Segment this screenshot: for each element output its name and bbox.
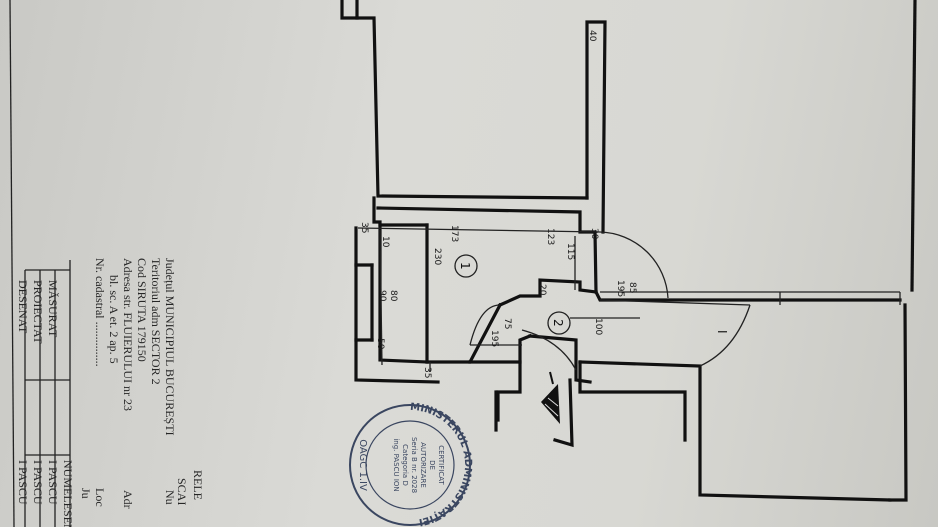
stamp-line-4: Seria B nr. 2028	[410, 437, 418, 493]
room-2-label: 2	[551, 319, 565, 327]
address-line: Adresa str. FLUIERULUI nr 23	[121, 258, 135, 411]
table-header-name: NUMELE	[61, 460, 75, 510]
table-row-1-role: MĂSURAT	[46, 280, 60, 338]
dim-35-bottom: 35	[422, 367, 432, 378]
table-row-1-name: I PASCU	[46, 460, 60, 505]
dim-173: 173	[449, 225, 459, 242]
door-swings	[469, 231, 751, 371]
title-partial: RELE	[191, 470, 205, 500]
dim-30: 30	[589, 228, 599, 240]
room-markers: 1 2	[454, 254, 571, 335]
title-block: RELE SCAI Județul MUNICIPIUL BUCUREȘTI T…	[16, 258, 205, 527]
table-row-2-role: PROIECTAT	[31, 280, 45, 344]
right-col-4: Ju	[79, 488, 93, 499]
dim-75: 75	[502, 318, 512, 329]
dim-10: 10	[380, 236, 390, 248]
stamp-line-1: CERTIFICAT	[437, 445, 445, 485]
table-row-2-name: I PASCU	[31, 460, 45, 505]
north-arrow-icon	[541, 371, 560, 424]
dimension-labels: 35 173 123 30 40 10 90 80 50 35 230 115 …	[359, 30, 729, 378]
address-line-2: bl. sc. A et. 2 ap. 5	[107, 275, 121, 364]
dimension-lines	[357, 227, 640, 372]
territory-line: Teritoriul adm SECTOR 2	[149, 258, 163, 385]
stamp-line-5: Categoria D	[401, 444, 409, 486]
siruta-line: Cod SIRUTA 179150	[135, 258, 149, 362]
dim-50: 50	[375, 338, 385, 350]
dim-80: 80	[388, 290, 398, 302]
right-col-3: Loc	[93, 488, 107, 507]
dim-90: 90	[377, 290, 387, 302]
dim-195: 195	[489, 330, 499, 347]
room-2-circle	[547, 311, 571, 335]
dim-123: 123	[545, 228, 555, 245]
dim-100: 100	[593, 318, 603, 335]
room-1-label: 1	[458, 262, 472, 270]
room-1-circle	[454, 254, 478, 278]
right-col-1: Nu	[163, 490, 177, 505]
room-label-I: I	[715, 330, 729, 334]
dim-20: 20	[537, 284, 547, 296]
table-header-sign: SEMN	[61, 510, 75, 527]
official-stamp: MINISTERUL ADMINISTRAȚIEI CERTIFICAT DE …	[349, 402, 473, 527]
cadastral-line: Nr. cadastral ...............	[93, 258, 107, 367]
table-row-3-role: DESENAT	[16, 280, 30, 334]
county-line: Județul MUNICIPIUL BUCUREȘTI	[163, 258, 177, 436]
signature-table: NUMELE SEMN MĂSURAT I PASCU PROIECTAT I …	[16, 260, 75, 527]
dim-40: 40	[587, 30, 597, 42]
dim-230: 230	[432, 248, 442, 265]
dim-195b: 195	[615, 280, 625, 297]
right-col-2: Adr	[121, 490, 135, 509]
stamp-line-6: ing. PASCU ION	[392, 438, 400, 491]
dim-115: 115	[565, 243, 575, 260]
dim-35-top: 35	[359, 222, 369, 233]
stamp-line-2: DE	[428, 460, 436, 470]
margin-line	[9, 0, 15, 527]
stamp-line-3: AUTORIZARE	[419, 442, 427, 488]
stamp-bottom: OAGC 1.IV	[357, 439, 368, 491]
dim-85: 85	[627, 282, 637, 293]
table-row-3-name: I PASCU	[16, 460, 30, 505]
scale-partial: SCAI	[175, 478, 189, 505]
